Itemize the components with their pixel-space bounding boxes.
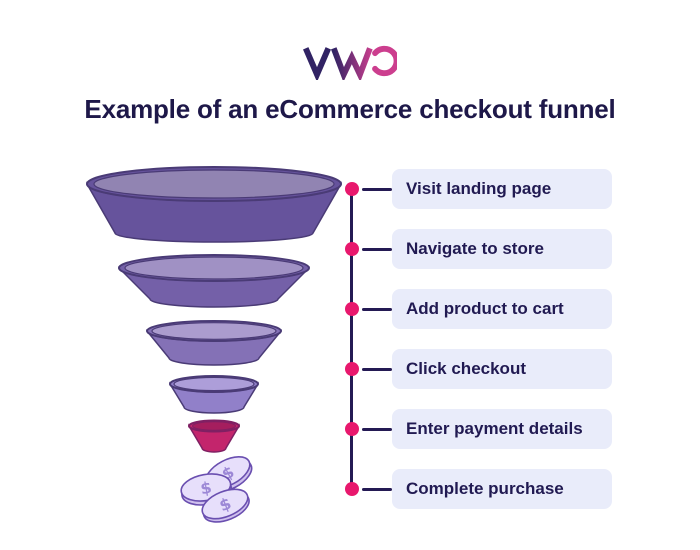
step-label-text: Enter payment details <box>406 419 583 438</box>
funnel-segment-top <box>173 376 255 392</box>
funnel-segment-4 <box>169 375 259 414</box>
coins-illustration: $ $ $ <box>180 455 253 523</box>
timeline-dot-icon <box>345 242 359 256</box>
logo-letter-w-icon <box>330 47 373 80</box>
step-label: Click checkout <box>392 349 612 389</box>
funnel-segment-1 <box>86 166 342 243</box>
timeline-step: Click checkout <box>345 349 612 389</box>
timeline-dot-icon <box>345 422 359 436</box>
timeline-line <box>350 189 353 489</box>
timeline-dot-icon <box>345 302 359 316</box>
timeline-step: Visit landing page <box>345 169 612 209</box>
timeline-connector <box>362 187 392 191</box>
step-label: Navigate to store <box>392 229 612 269</box>
logo-letter-v-icon <box>303 47 332 80</box>
timeline-dot-icon <box>345 182 359 196</box>
timeline-step: Add product to cart <box>345 289 612 329</box>
funnel-segment-top <box>124 256 304 280</box>
logo-letter-o-icon <box>372 45 397 77</box>
coin: $ <box>201 488 250 523</box>
funnel-segment-5 <box>188 419 240 453</box>
timeline-connector <box>362 247 392 251</box>
funnel-segment-3 <box>146 320 282 366</box>
funnel-segment-top <box>192 421 236 431</box>
step-label-text: Complete purchase <box>406 479 564 498</box>
funnel-segment-top <box>151 322 277 340</box>
step-label-text: Add product to cart <box>406 299 564 318</box>
coin-face <box>201 488 249 520</box>
timeline-step: Complete purchase <box>345 469 612 509</box>
timeline-dot-icon <box>345 482 359 496</box>
funnel-segment-top <box>93 169 335 199</box>
timeline-connector <box>362 427 392 431</box>
step-label: Enter payment details <box>392 409 612 449</box>
page-title: Example of an eCommerce checkout funnel <box>84 94 616 124</box>
step-label-text: Click checkout <box>406 359 526 378</box>
timeline-connector <box>362 367 392 371</box>
timeline-connector <box>362 487 392 491</box>
dollar-sign: $ <box>199 478 213 499</box>
funnel-segment-2 <box>118 254 310 308</box>
timeline-step: Navigate to store <box>345 229 612 269</box>
timeline-connector <box>362 307 392 311</box>
step-label: Add product to cart <box>392 289 612 329</box>
step-label-text: Visit landing page <box>406 179 552 198</box>
timeline-step: Enter payment details <box>345 409 612 449</box>
timeline-dot-icon <box>345 362 359 376</box>
step-label-text: Navigate to store <box>406 239 544 258</box>
step-label: Complete purchase <box>392 469 612 509</box>
vwo-logo <box>303 45 397 80</box>
step-label: Visit landing page <box>392 169 612 209</box>
